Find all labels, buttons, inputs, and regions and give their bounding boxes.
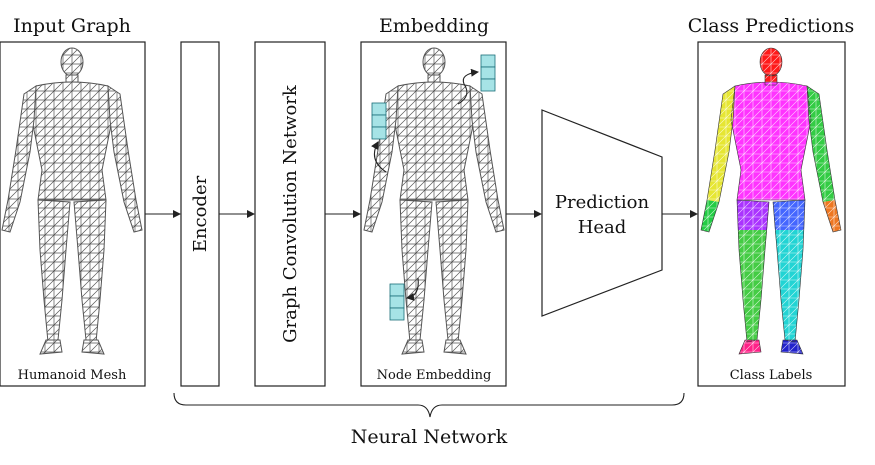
embedding-vector-left [371,102,387,140]
embedding-link-left [371,141,387,173]
humanoid-mesh-caption: Humanoid Mesh [18,368,127,383]
gcn-label: Graph Convolution Network [280,84,301,343]
class-labels-caption: Class Labels [730,368,813,383]
embedding-title: Embedding [379,15,489,37]
prediction-head-label-line2: Head [578,217,627,238]
embedding-vector-bottom [389,283,405,321]
embedding-vector-top [480,54,496,92]
encoder-block [180,41,220,387]
class-predictions-title: Class Predictions [688,15,855,37]
node-embedding-caption: Node Embedding [377,368,492,383]
prediction-head-block [541,109,663,317]
input-graph-title: Input Graph [13,15,131,37]
colored-mesh-figure [700,47,842,355]
neural-network-label: Neural Network [351,426,508,448]
encoder-label: Encoder [190,175,211,252]
embedding-link-bottom [406,277,419,301]
neural-network-brace [173,392,685,418]
prediction-head-label-line1: Prediction [555,192,650,213]
embedding-link-top [457,68,479,105]
